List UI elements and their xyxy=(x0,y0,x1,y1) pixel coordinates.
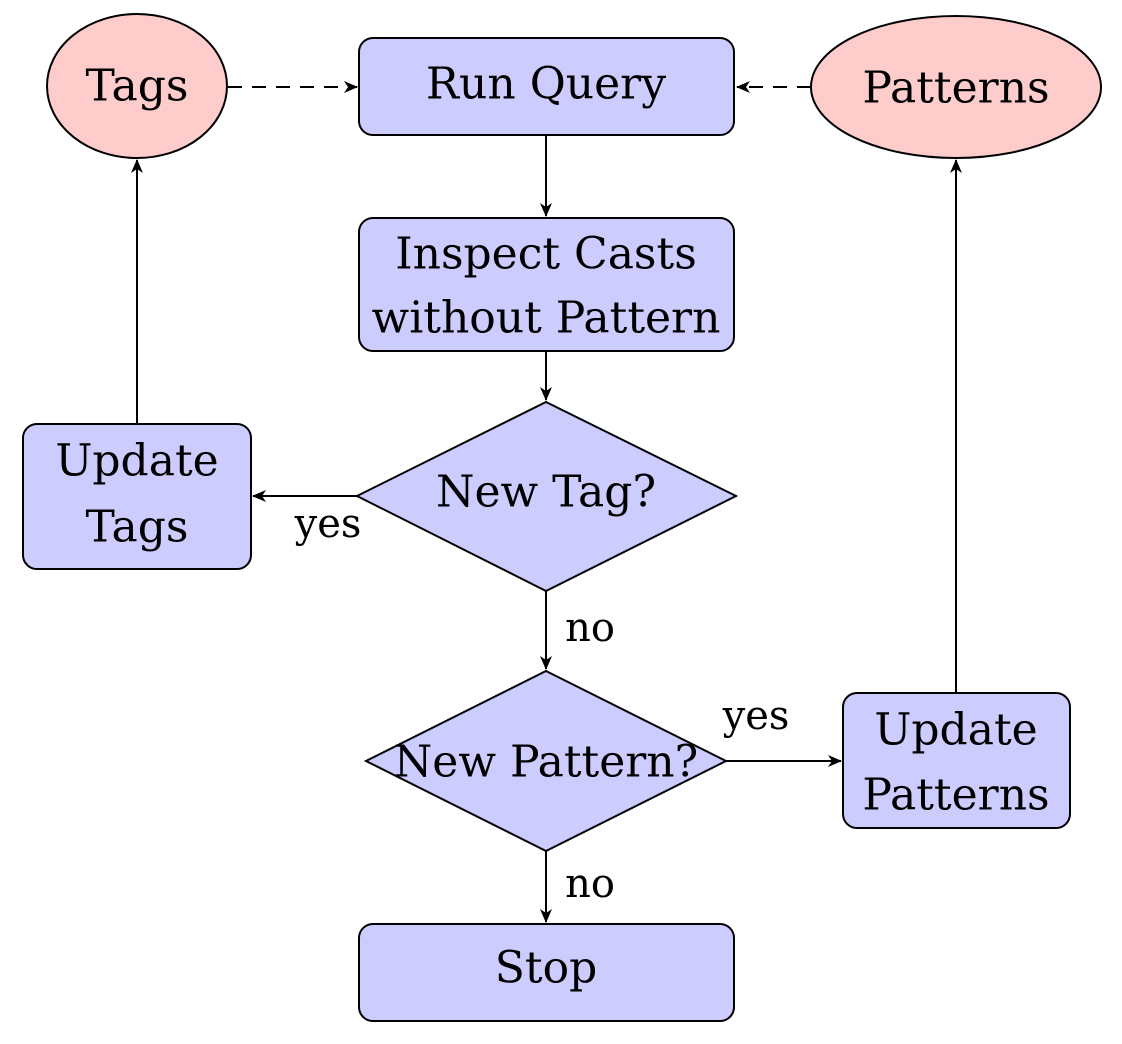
new-tag-yes-label: yes xyxy=(294,501,362,547)
node-run-query: Run Query xyxy=(358,37,735,136)
new-pattern-no-label: no xyxy=(565,861,615,907)
patterns-label: Patterns xyxy=(862,63,1049,114)
node-new-pattern: New Pattern? xyxy=(363,669,729,853)
update-patterns-box xyxy=(842,692,1071,829)
new-pattern-yes-label: yes xyxy=(722,693,790,739)
patterns-ellipse xyxy=(810,15,1102,159)
update-patterns-label-line1: Update xyxy=(874,705,1037,756)
inspect-casts-label-line2: without Pattern xyxy=(372,293,721,344)
node-new-tag: New Tag? xyxy=(354,400,739,593)
stop-label: Stop xyxy=(495,943,597,994)
node-update-patterns: Update Patterns xyxy=(842,692,1071,829)
new-pattern-diamond xyxy=(363,669,729,853)
update-tags-label-line2: Tags xyxy=(86,502,189,553)
new-tag-diamond xyxy=(354,400,739,593)
tags-ellipse xyxy=(46,13,228,159)
run-query-box xyxy=(358,37,735,136)
new-pattern-label: New Pattern? xyxy=(394,737,698,788)
update-tags-box xyxy=(22,423,252,570)
new-tag-no-label: no xyxy=(565,605,615,651)
node-update-tags: Update Tags xyxy=(22,423,252,570)
inspect-casts-box xyxy=(358,217,735,352)
node-patterns: Patterns xyxy=(810,15,1102,159)
update-tags-label-line1: Update xyxy=(55,436,218,487)
update-patterns-label-line2: Patterns xyxy=(862,770,1049,821)
node-inspect-casts: Inspect Casts without Pattern xyxy=(358,217,735,352)
run-query-label: Run Query xyxy=(426,59,666,110)
stop-box xyxy=(358,923,735,1022)
tags-label: Tags xyxy=(86,61,189,112)
new-tag-label: New Tag? xyxy=(436,467,656,518)
node-tags: Tags xyxy=(46,13,228,159)
inspect-casts-label-line1: Inspect Casts xyxy=(395,229,697,280)
node-stop: Stop xyxy=(358,923,735,1022)
